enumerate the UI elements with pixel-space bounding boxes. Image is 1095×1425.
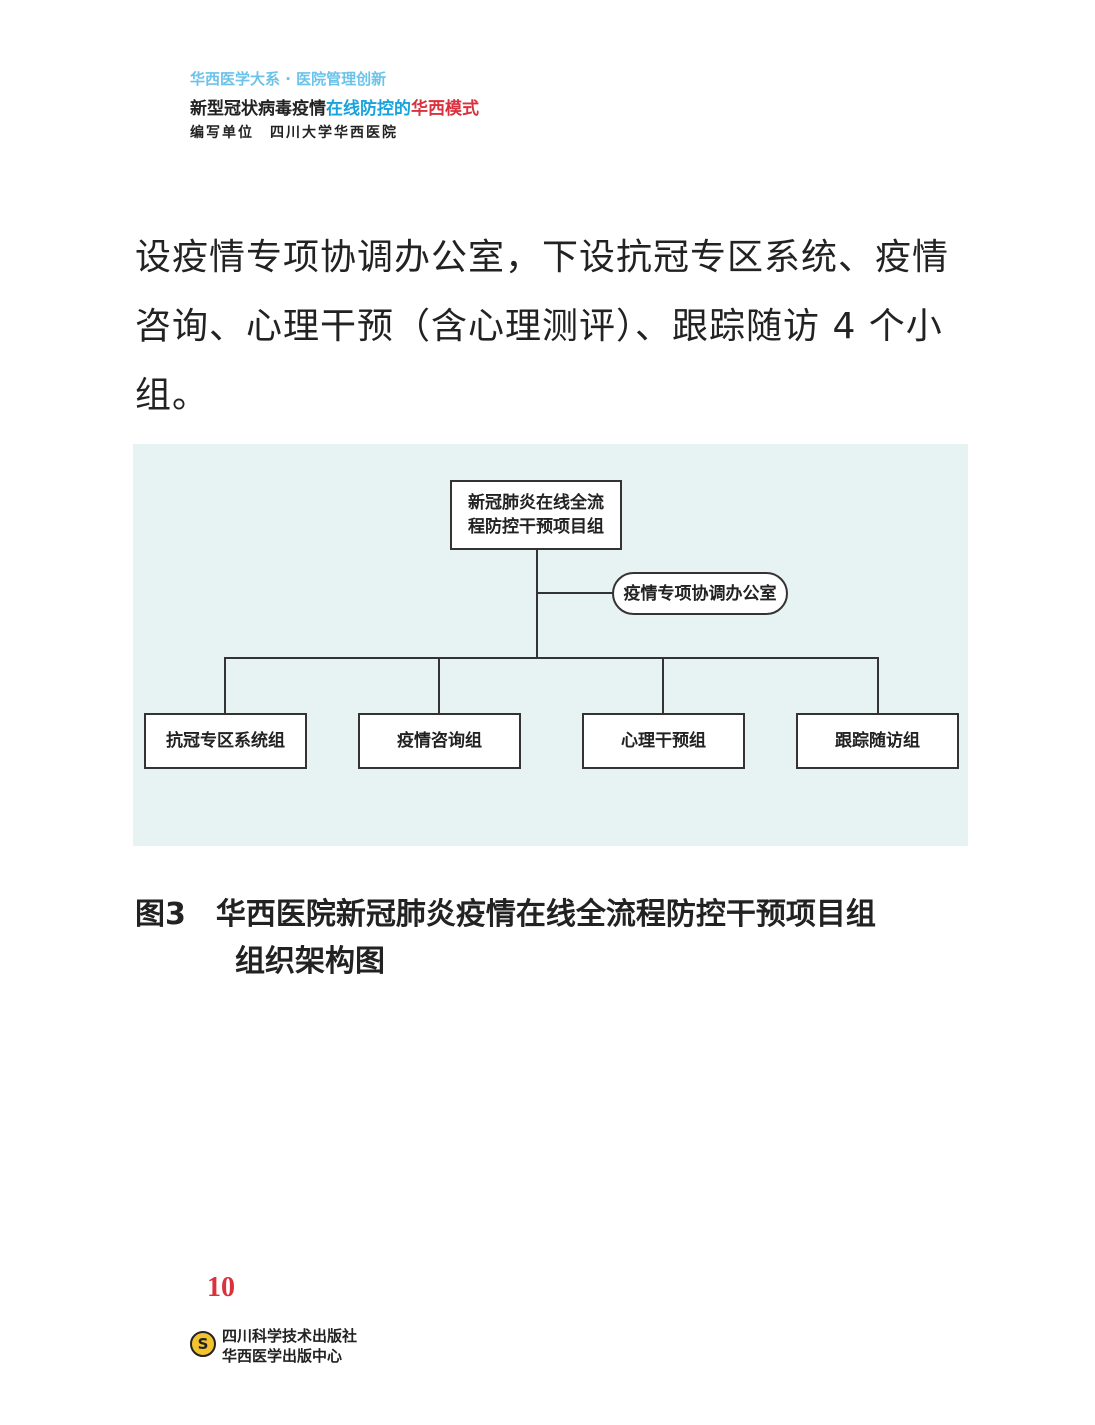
page-number: 10 <box>207 1272 235 1303</box>
title-part: 在线防控的 <box>326 99 411 119</box>
body-line: 咨询、心理干预（含心理测评）、跟踪随访 4 个小 <box>135 306 943 347</box>
connector-line <box>224 657 226 714</box>
office-box: 疫情专项协调办公室 <box>612 572 788 615</box>
title-part: 华西模式 <box>411 99 479 119</box>
editor-line: 编写单位 四川大学华西医院 <box>190 125 398 141</box>
group-box: 疫情咨询组 <box>358 713 521 769</box>
publisher-name: 四川科学技术出版社 <box>222 1327 358 1345</box>
figure-caption: 组织架构图 <box>235 944 385 979</box>
box-label: 程防控干预项目组 <box>468 517 604 537</box>
connector-line <box>536 549 538 659</box>
publisher-name: 华西医学出版中心 <box>222 1347 343 1365</box>
group-box: 抗冠专区系统组 <box>144 713 307 769</box>
connector-line <box>224 657 879 659</box>
connector-line <box>438 657 440 714</box>
body-line: 组。 <box>135 375 210 416</box>
figure-caption: 图3 华西医院新冠肺炎疫情在线全流程防控干预项目组 <box>135 897 876 932</box>
series-title: 华西医学大系 · 医院管理创新 <box>190 70 387 88</box>
body-line: 设疫情专项协调办公室，下设抗冠专区系统、疫情 <box>135 237 950 278</box>
org-chart: 新冠肺炎在线全流程防控干预项目组 疫情专项协调办公室 抗冠专区系统组 疫情咨询组… <box>133 444 968 846</box>
title-part: 新型冠状病毒疫情 <box>190 99 326 119</box>
connector-line <box>536 592 613 594</box>
connector-line <box>662 657 664 714</box>
group-box: 跟踪随访组 <box>796 713 959 769</box>
box-label: 新冠肺炎在线全流 <box>468 493 604 513</box>
project-group-box: 新冠肺炎在线全流程防控干预项目组 <box>450 480 622 550</box>
group-box: 心理干预组 <box>582 713 745 769</box>
book-title: 新型冠状病毒疫情在线防控的华西模式 <box>190 94 479 119</box>
publisher-logo-icon: S <box>190 1331 216 1357</box>
connector-line <box>877 657 879 714</box>
